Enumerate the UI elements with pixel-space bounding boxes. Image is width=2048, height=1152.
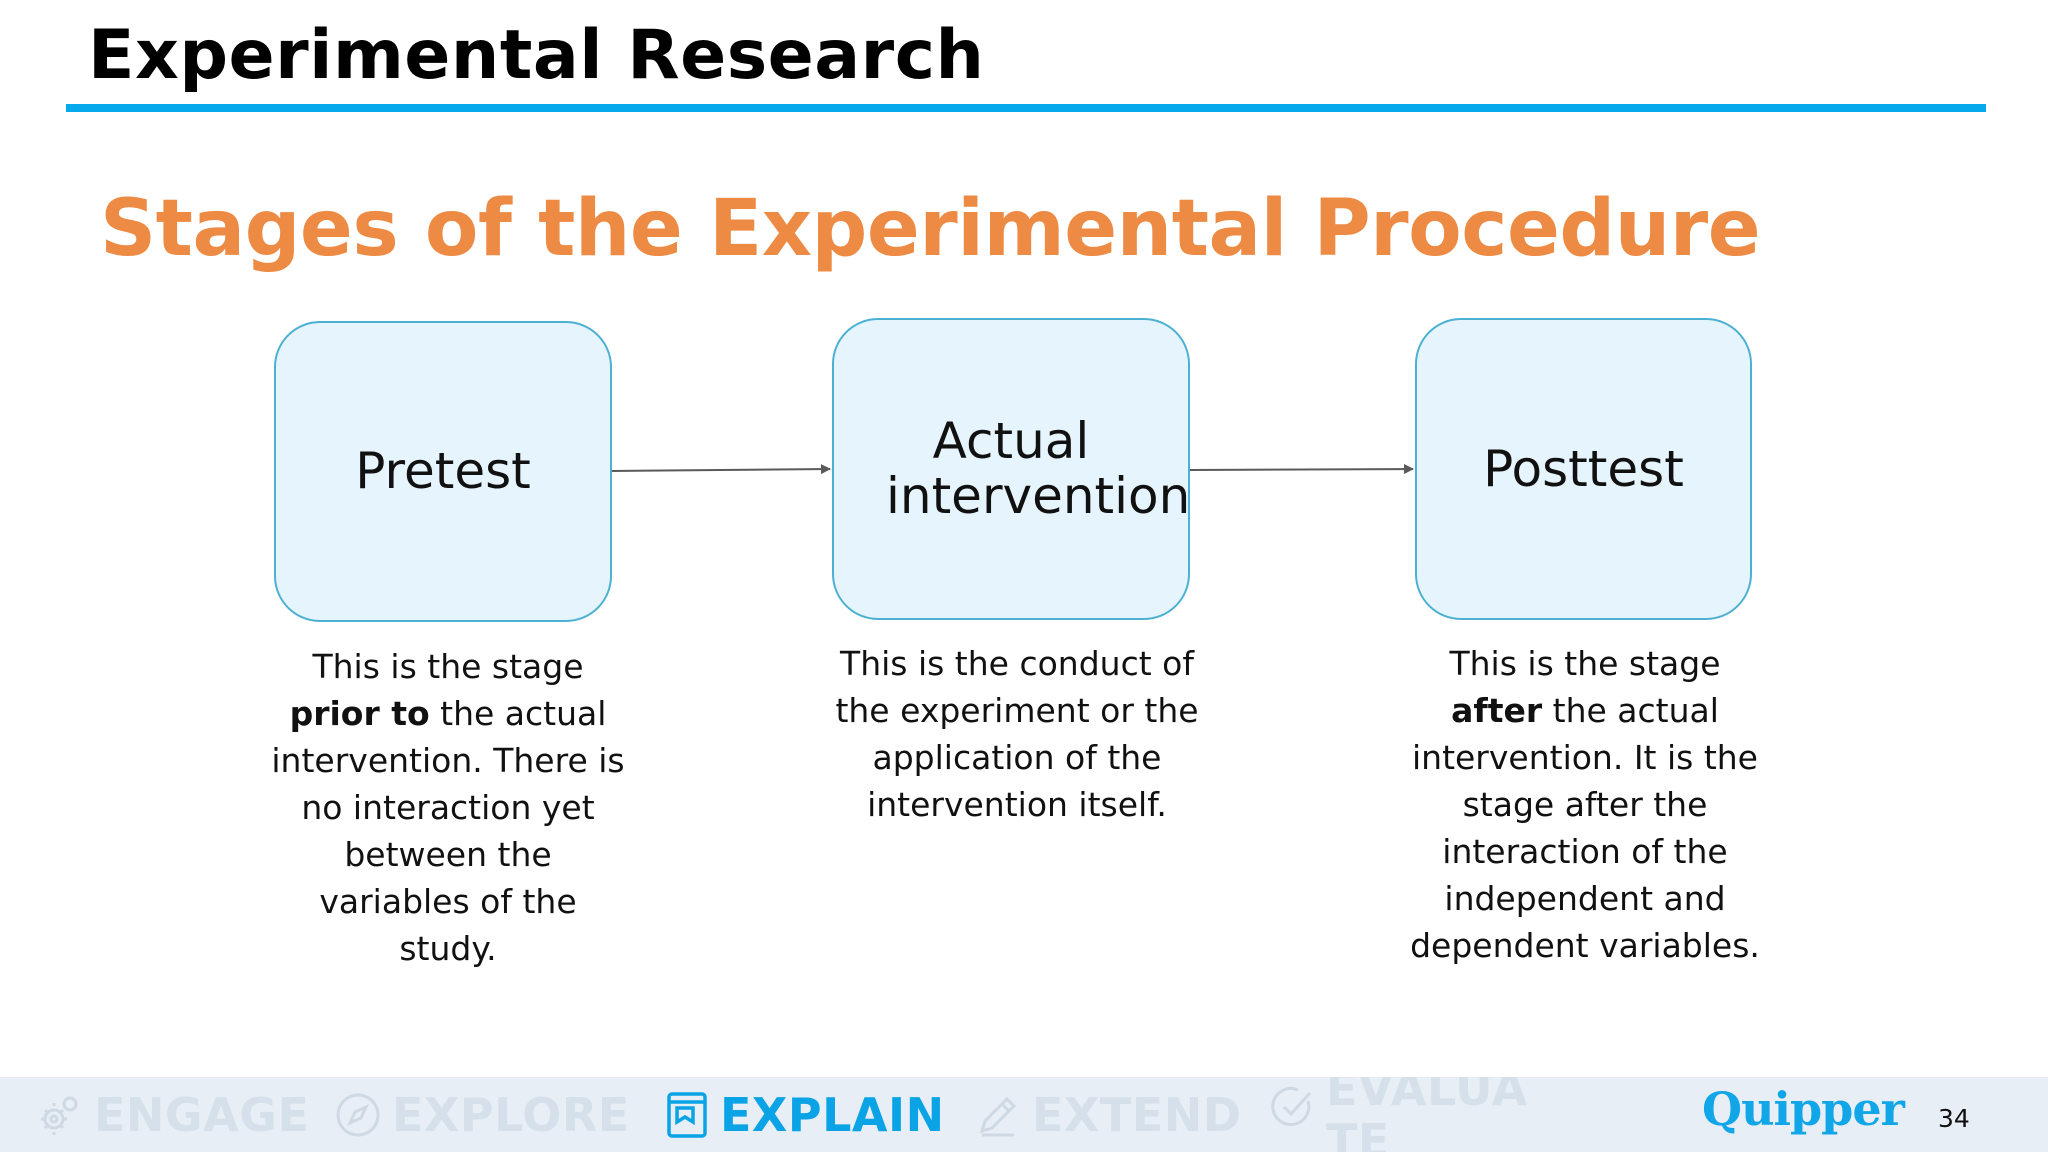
- book-icon: [667, 1091, 707, 1138]
- arrow-pretest-to-intervention: [611, 464, 831, 475]
- phase-footer: ENGAGE EXPLORE EXPLAIN EXTEND EVALUATE: [0, 1077, 2048, 1152]
- phase-explore: EXPLORE: [334, 1077, 630, 1152]
- pencil-icon: [979, 1096, 1017, 1136]
- stage-description-actual-intervention: This is the conduct of the experiment or…: [835, 644, 1199, 824]
- stage-box-actual-intervention: Actual intervention: [832, 318, 1190, 620]
- stage-description-posttest: This is the stage after the actual inter…: [1410, 644, 1760, 965]
- stage-label: Pretest: [355, 442, 531, 500]
- section-heading: Stages of the Experimental Procedure: [100, 184, 1761, 274]
- phase-extend: EXTEND: [974, 1077, 1241, 1152]
- phase-label: ENGAGE: [94, 1087, 310, 1142]
- page-number: 34: [1938, 1104, 1970, 1133]
- slide-title: Experimental Research: [88, 16, 985, 95]
- quipper-logo: Quipper: [1702, 1082, 1905, 1136]
- phase-label: EXTEND: [1032, 1087, 1242, 1142]
- check-circle-icon: [1271, 1087, 1312, 1126]
- arrow-intervention-to-posttest: [1189, 464, 1414, 475]
- phase-label: EXPLAIN: [720, 1087, 945, 1142]
- phase-evaluate: EVALUATE: [1268, 1077, 1556, 1152]
- phase-engage: ENGAGE: [36, 1077, 309, 1152]
- phase-explain: EXPLAIN: [664, 1077, 945, 1152]
- phase-label: EXPLORE: [392, 1087, 630, 1142]
- compass-icon: [336, 1093, 380, 1136]
- stage-box-posttest: Posttest: [1415, 318, 1752, 620]
- description-emphasis: prior to: [289, 694, 430, 733]
- title-underline: [66, 104, 1986, 112]
- phase-label: EVALUATE: [1326, 1077, 1528, 1152]
- description-emphasis: after: [1451, 691, 1543, 730]
- stage-description-pretest: This is the stage prior to the actual in…: [271, 647, 625, 968]
- gears-icon: [41, 1096, 78, 1135]
- stage-box-pretest: Pretest: [274, 321, 612, 622]
- stage-label: Actual intervention: [886, 412, 1191, 525]
- stage-label: Posttest: [1483, 439, 1684, 498]
